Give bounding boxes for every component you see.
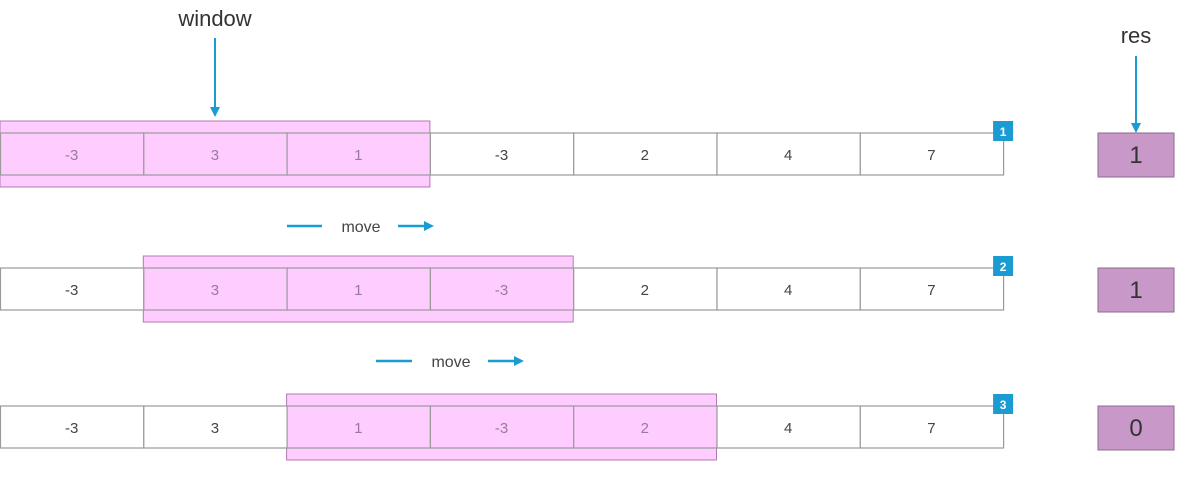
move-label: move — [431, 354, 470, 371]
array-cell-value: 3 — [211, 420, 219, 437]
array-cell-value: 7 — [927, 420, 935, 437]
array-cell — [286, 405, 432, 449]
res-value: 1 — [1129, 142, 1142, 169]
res-value: 0 — [1129, 415, 1142, 442]
array-cell-value: -3 — [495, 420, 508, 437]
array-cell-value: 2 — [641, 282, 649, 299]
move-indicator-1: move — [287, 219, 434, 236]
array-cell-value: -3 — [495, 282, 508, 299]
array-cell — [859, 405, 1005, 449]
array-cell — [286, 267, 432, 311]
array-cell-value: 4 — [784, 147, 792, 164]
step-badge-number: 1 — [1000, 125, 1007, 139]
array-cell — [429, 267, 575, 311]
move-label: move — [341, 219, 380, 236]
array-cell-value: 1 — [354, 420, 362, 437]
array-cell-value: 4 — [784, 282, 792, 299]
array-cell-value: 3 — [211, 282, 219, 299]
array-cell — [143, 405, 288, 449]
array-cell-value: 7 — [927, 282, 935, 299]
res-box — [1097, 132, 1175, 178]
step-badge — [993, 394, 1014, 414]
array-cell — [716, 405, 861, 449]
array-row-3: -3 3 1 -3 2 4 7 3 0 — [0, 393, 1175, 461]
array-cell-value: -3 — [495, 147, 508, 164]
array-cell-value: 2 — [641, 147, 649, 164]
array-cell — [429, 132, 575, 176]
array-cell-value: 4 — [784, 420, 792, 437]
array-cell — [286, 132, 432, 176]
array-cell-value: 1 — [354, 147, 362, 164]
array-row-1: -3 3 1 -3 2 4 7 1 1 — [0, 120, 1175, 188]
array-cell — [573, 405, 718, 449]
array-cell-value: 1 — [354, 282, 362, 299]
step-badge — [993, 121, 1014, 141]
array-cell — [573, 267, 718, 311]
array-cell — [429, 405, 575, 449]
step-badge-number: 2 — [1000, 260, 1007, 274]
window-label: window — [177, 6, 251, 31]
array-cell-value: -3 — [65, 147, 78, 164]
res-value: 1 — [1129, 277, 1142, 304]
array-cell — [716, 132, 861, 176]
array-cell — [143, 267, 288, 311]
array-cell-value: 7 — [927, 147, 935, 164]
array-cell — [143, 132, 288, 176]
res-box — [1097, 405, 1175, 451]
array-cell — [859, 267, 1005, 311]
array-cell — [716, 267, 861, 311]
array-row-2: -3 3 1 -3 2 4 7 2 1 — [0, 255, 1175, 323]
move-indicator-2: move — [376, 354, 524, 371]
res-box — [1097, 267, 1175, 313]
array-cell-value: 2 — [641, 420, 649, 437]
array-cell-value: -3 — [65, 420, 78, 437]
array-cell-value: -3 — [65, 282, 78, 299]
array-cell — [573, 132, 718, 176]
array-cell-value: 3 — [211, 147, 219, 164]
step-badge — [993, 256, 1014, 276]
step-badge-number: 3 — [1000, 398, 1007, 412]
res-label: res — [1121, 23, 1152, 48]
array-cell — [859, 132, 1005, 176]
rows-layer: -3 3 1 -3 2 4 7 1 1 -3 3 1 -3 2 4 7 2 1 -3 3 1 -3 2 4 7 3 0 — [0, 120, 1175, 461]
array-cell — [0, 267, 145, 311]
